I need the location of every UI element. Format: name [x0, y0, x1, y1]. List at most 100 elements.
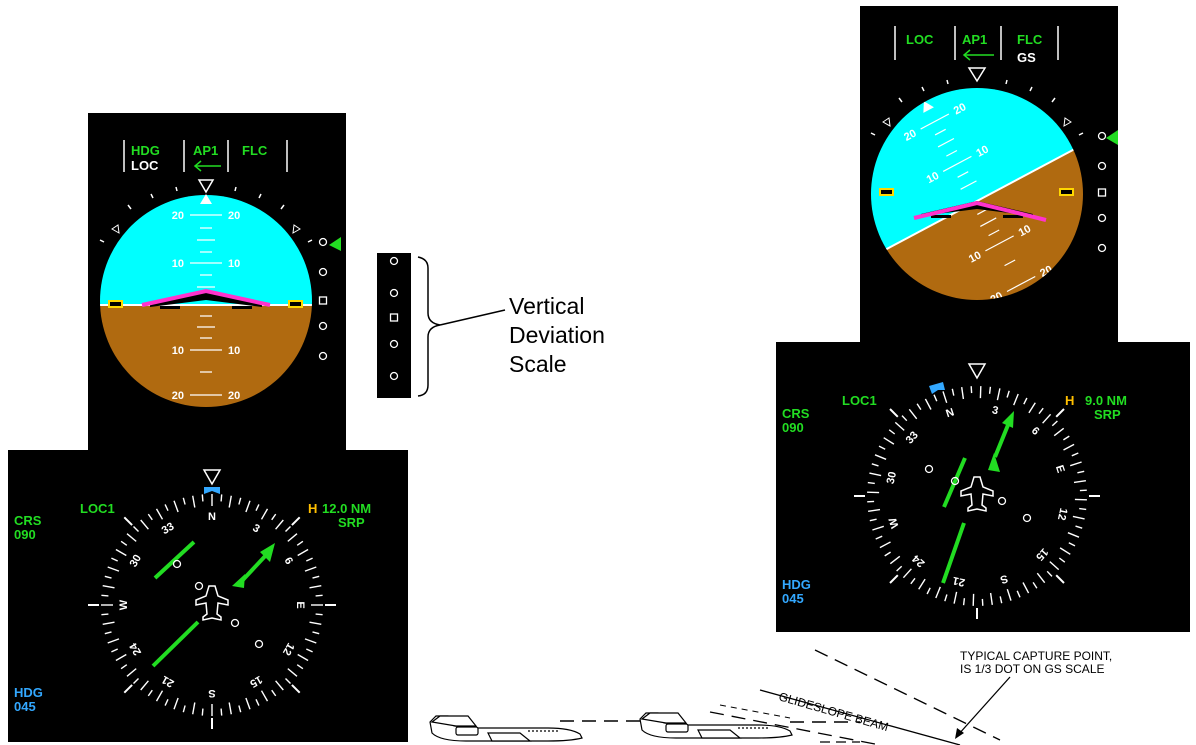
compass-tick: [271, 689, 277, 697]
leader-arrow-icon: [955, 728, 964, 739]
bearing-marker: [1055, 574, 1065, 584]
right-display: LOC AP1 FLC GS: [776, 6, 1190, 632]
compass-tick: [296, 664, 304, 670]
compass-tick: [173, 697, 179, 710]
compass-tick: [868, 508, 881, 512]
pitch-label: 20: [228, 390, 240, 402]
approach-diagram: GLIDESLOPE BEAM TYPICAL CAPTURE POINT, I…: [429, 649, 1112, 745]
sky-pointer-icon: [200, 194, 212, 204]
callout-text-line2: Deviation: [509, 322, 605, 348]
compass-tick: [155, 690, 164, 702]
bearing-marker: [123, 516, 133, 526]
vertical-deviation-scale: [1097, 130, 1118, 253]
course-arrow-icon: [260, 543, 275, 562]
compass-tick: [120, 540, 128, 546]
compass-tick: [306, 648, 313, 653]
flight-director-cue: [141, 288, 271, 307]
compass-tick: [999, 596, 1003, 604]
roll-scale: [870, 79, 1084, 136]
compass-tick: [111, 557, 118, 562]
compass-tick: [147, 689, 153, 697]
compass-label: E: [1053, 464, 1067, 475]
glideslope-lower-limit: [709, 711, 881, 745]
compass-tick: [944, 594, 948, 602]
left-hsi: CRS 090 LOC1 H 12.0 NM SRP HDG 045 N36E1…: [14, 469, 371, 729]
compass-tick: [1006, 588, 1012, 601]
compass-tick: [312, 575, 320, 579]
hdg-label: HDG: [782, 577, 811, 592]
compass-label: S: [208, 687, 215, 699]
roll-45-marker-icon: [1063, 117, 1072, 127]
compass-tick: [996, 388, 1001, 401]
compass-tick: [1071, 452, 1079, 457]
callout-text-line3: Scale: [509, 351, 567, 377]
compass-tick: [182, 705, 186, 713]
crs-value: 090: [14, 527, 36, 542]
glideslope-pointer-icon: [1106, 130, 1118, 145]
pitch-label: 20: [172, 210, 184, 222]
pitch-label: 20: [228, 210, 240, 222]
pitch-label: 10: [967, 249, 983, 265]
pitch-label: 20: [172, 390, 184, 402]
lateral-deviation-dots: [172, 559, 264, 649]
compass-tick: [107, 638, 120, 644]
compass-tick: [1023, 397, 1028, 405]
compass-tick: [883, 437, 895, 445]
capture-note-line2: IS 1/3 DOT ON GS SCALE: [960, 662, 1105, 676]
compass-tick: [1006, 390, 1010, 398]
dme-source: SRP: [1094, 407, 1121, 422]
compass-tick: [115, 653, 127, 662]
compass-tick: [988, 386, 992, 394]
aircraft-symbol-icon: [921, 201, 1033, 218]
compass-tick: [260, 508, 269, 520]
compass-tick: [1049, 561, 1060, 571]
compass-tick: [201, 708, 204, 716]
compass-tick: [287, 533, 298, 542]
compass-tick: [924, 398, 932, 410]
compass-label: 30: [885, 471, 899, 485]
compass-tick: [255, 699, 260, 706]
compass-label: 12: [280, 641, 297, 658]
compass-tick: [916, 403, 922, 410]
horizon-marker: [288, 300, 303, 308]
fma-autopilot: AP1: [962, 32, 987, 47]
compass-tick: [192, 702, 196, 715]
autopilot-arrow-icon: [962, 49, 994, 61]
glideslope-pointer-icon: [329, 237, 341, 251]
nav-source: LOC1: [842, 393, 877, 408]
compass-tick: [220, 494, 223, 502]
compass-tick: [255, 504, 260, 511]
compass-tick: [869, 472, 882, 477]
compass-tick: [228, 702, 232, 715]
compass-tick: [1016, 590, 1021, 598]
compass-tick: [238, 497, 242, 505]
crs-label: CRS: [14, 513, 42, 528]
dme-prefix: H: [308, 501, 317, 516]
glideslope-beam-line: [759, 689, 961, 745]
compass-tick: [1079, 507, 1087, 511]
left-fma: HDG LOC AP1 FLC: [123, 140, 288, 173]
compass-tick: [908, 408, 918, 420]
compass-tick: [275, 680, 284, 691]
ownship-aircraft-icon: [960, 476, 994, 512]
compass-tick: [296, 540, 304, 546]
compass-tick: [107, 566, 120, 572]
compass-tick: [315, 613, 323, 616]
hdg-value: 045: [782, 591, 804, 606]
sky-pointer-icon: [923, 101, 934, 113]
compass-tick: [875, 535, 883, 540]
compass-tick: [101, 594, 109, 597]
compass-tick: [1022, 582, 1030, 594]
to-from-arrow-icon: [988, 453, 1000, 472]
fma-vertical-armed: GS: [1017, 50, 1036, 65]
jet-aircraft-icon: [429, 715, 583, 742]
bearing-marker: [1055, 408, 1065, 418]
compass-tick: [1028, 402, 1036, 414]
roll-pointer-icon: [197, 179, 215, 194]
compass-tick: [1067, 532, 1080, 538]
compass-tick: [879, 541, 891, 549]
compass-tick: [133, 526, 139, 532]
compass-tick: [245, 697, 251, 710]
compass-tick: [102, 621, 115, 625]
